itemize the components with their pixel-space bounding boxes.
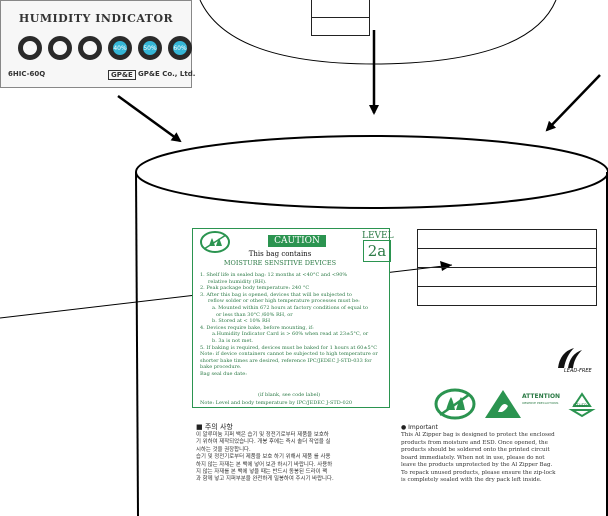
bag-opening-ellipse — [135, 135, 608, 209]
level-dot-20: 20% — [48, 36, 72, 60]
level-value: 2a — [363, 240, 391, 262]
level-dot-10: 10% — [18, 36, 42, 60]
arrow-from-right — [545, 74, 601, 132]
recycle-icon — [568, 392, 596, 418]
top-label-table — [311, 0, 370, 36]
indicator-model: 6HIC-60Q — [8, 70, 46, 78]
top-circle-arc — [199, 0, 557, 65]
attention-title: ATTENTION — [522, 393, 561, 400]
level-dot-40: 40% — [108, 36, 132, 60]
attention-subtitle: OBSERVE PRECAUTIONS — [522, 401, 559, 405]
recycle-other: OTHER — [573, 403, 587, 408]
indicator-brand: GP&E — [108, 70, 136, 80]
caution-banner: CAUTION — [268, 235, 326, 247]
english-heading: ● Important — [401, 424, 438, 431]
lead-free-text: LEAD-FREE — [564, 368, 592, 374]
esd-warning-icon — [485, 390, 521, 418]
korean-heading: ■ 주의 사항 — [196, 423, 233, 431]
level-word: LEVEL — [362, 231, 394, 241]
code-label-table — [417, 229, 597, 306]
blank-note: (if blank, see code label) — [258, 392, 321, 398]
bag-left-wall — [135, 171, 139, 516]
indicator-title: HUMIDITY INDICATOR — [18, 12, 174, 25]
english-notes: This Al Zipper bag is designed to protec… — [401, 432, 556, 483]
arrow-from-indicator — [117, 94, 182, 143]
lead-free-logo — [558, 348, 582, 368]
label-heading-1: This bag contains — [248, 250, 312, 258]
no-water-icon-large — [434, 388, 476, 420]
label-items: 1. Shelf life in sealed bag: 12 months a… — [200, 272, 378, 377]
label-heading-2: MOISTURE SENSITIVE DEVICES — [223, 259, 337, 267]
level-dot-60: 60% — [168, 36, 192, 60]
label-note: Note: Level and body temperature by IPC/… — [200, 400, 353, 406]
no-water-icon — [200, 231, 230, 253]
moisture-caution-label — [192, 228, 390, 408]
indicator-company: GP&E Co., Ltd. — [138, 70, 196, 78]
level-dot-30: 30% — [78, 36, 102, 60]
korean-notes: 이 알루미늄 지퍼 백은 습기 및 정전기로부터 제품을 보호하 기 위하여 제… — [196, 432, 334, 483]
level-dot-50: 50% — [138, 36, 162, 60]
